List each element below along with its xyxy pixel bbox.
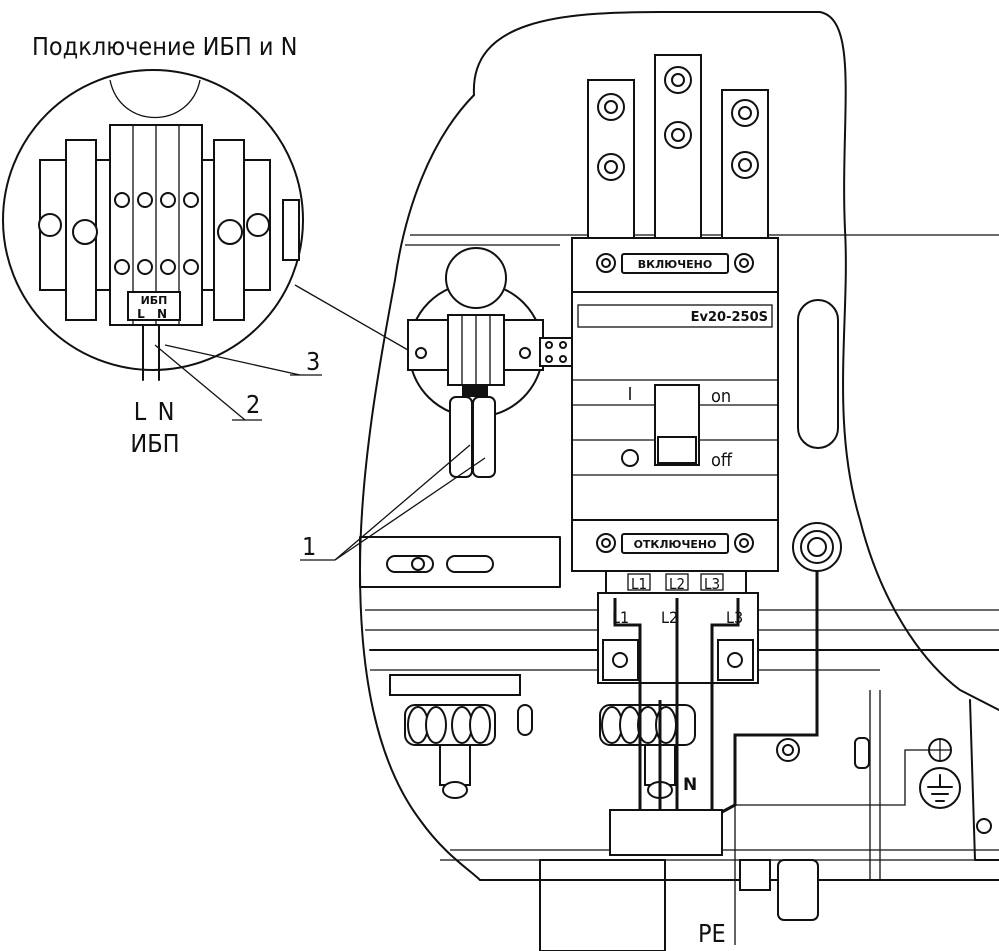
pe-wire	[734, 749, 930, 945]
bottom-gland-small	[739, 859, 771, 891]
cable-entry-box	[609, 809, 723, 856]
breaker-off-plate: ОТКЛЮЧЕНО	[634, 538, 717, 551]
wire-label-l1: L1	[612, 608, 629, 627]
breaker-on-mark: I	[628, 384, 633, 405]
callout-2-number: 2	[246, 390, 260, 419]
cable-glands-center	[599, 704, 696, 799]
neutral-label: N	[683, 775, 697, 795]
callout-2	[154, 344, 262, 421]
cable-glands-left	[389, 674, 533, 799]
callout-1	[300, 444, 486, 561]
callout-3-number: 3	[306, 347, 320, 376]
side-panel-outline	[969, 699, 999, 861]
side-bolt	[776, 738, 800, 762]
cabinet-outline	[472, 11, 999, 711]
wire-label-l2: L2	[661, 608, 678, 627]
mounting-slot	[797, 299, 839, 449]
pe-label: PE	[698, 919, 726, 948]
terminal-label-l2: L2	[669, 575, 685, 593]
callout-3	[164, 344, 322, 376]
breaker-off-text: off	[711, 450, 733, 471]
busbars	[587, 54, 769, 241]
terminal-label-l3: L3	[704, 575, 720, 593]
circuit-breaker	[571, 237, 779, 572]
phase-wires	[613, 570, 819, 814]
pe-bolt	[792, 522, 842, 572]
breaker-model-label: Ev20-250S	[691, 310, 768, 325]
detail-under-l: L	[134, 397, 147, 426]
detail-wire-n: N	[157, 307, 167, 321]
ups-terminal-block-small	[407, 247, 573, 478]
breaker-on-plate: ВКЛЮЧЕНО	[638, 258, 712, 271]
breaker-on-text: on	[711, 386, 731, 407]
terminal-label-l1: L1	[631, 575, 647, 593]
callout-1-number: 1	[302, 532, 316, 561]
wire-label-l3: L3	[726, 608, 743, 627]
bottom-gland-right	[777, 859, 819, 921]
side-panel-screw	[976, 818, 992, 834]
detail-block-label: ИБП	[141, 294, 168, 307]
detail-leader-line	[294, 284, 409, 351]
detail-under-caption: ИБП	[130, 429, 179, 458]
bottom-gland-body	[539, 859, 666, 951]
detail-zoom-circle	[2, 69, 304, 381]
detail-under-n: N	[158, 397, 175, 426]
detail-wire-l: L	[137, 307, 145, 321]
side-panel-slot	[854, 737, 870, 769]
diagram-title: Подключение ИБП и N	[32, 32, 297, 61]
ground-terminal	[919, 738, 961, 809]
